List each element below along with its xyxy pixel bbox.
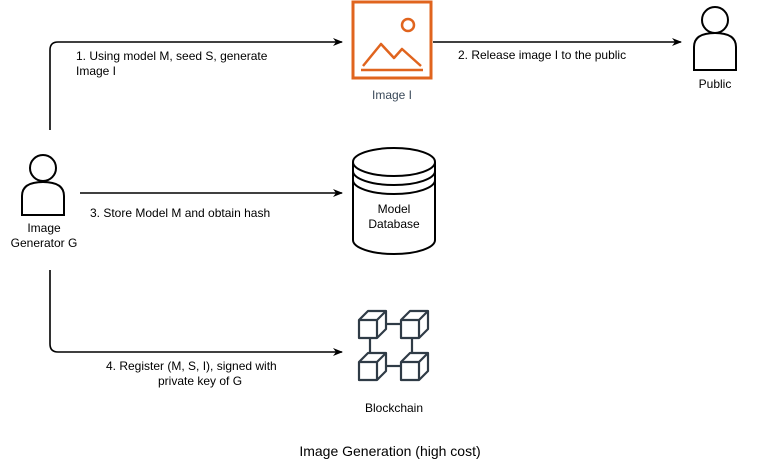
- edge-step4-label: 4. Register (M, S, I), signed with priva…: [106, 359, 277, 389]
- database-label-line1: Model: [377, 202, 411, 216]
- generator-label: Image Generator G: [0, 221, 88, 251]
- edge-step4: [49, 270, 343, 356]
- edge-step1-line1: 1. Using model M, seed S, generate: [76, 49, 268, 63]
- database-label-line2: Database: [368, 217, 420, 231]
- diagram-caption: Image Generation (high cost): [299, 443, 481, 459]
- blockchain-icon: [357, 309, 430, 382]
- public-label: Public: [698, 77, 732, 91]
- blockchain-label: Blockchain: [364, 401, 424, 415]
- edge-step1: [49, 38, 343, 130]
- edge-step1-label: 1. Using model M, seed S, generate Image…: [76, 49, 267, 79]
- image-icon: [351, 0, 433, 80]
- image-label: Image I: [371, 88, 413, 102]
- database-icon: [352, 147, 436, 255]
- generator-label-line1: Image: [27, 221, 61, 235]
- generator-label-line2: Generator G: [10, 236, 78, 250]
- generator-person-icon: [21, 154, 65, 216]
- edge-step3-label: 3. Store Model M and obtain hash: [90, 206, 271, 220]
- database-label: Model Database: [353, 202, 435, 232]
- edge-step1-line2: Image I: [76, 64, 117, 78]
- edge-step4-line1: 4. Register (M, S, I), signed with: [106, 359, 277, 373]
- edge-step2-label: 2. Release image I to the public: [458, 48, 627, 62]
- public-person-icon: [693, 6, 737, 71]
- edge-step4-line2: private key of G: [158, 374, 243, 388]
